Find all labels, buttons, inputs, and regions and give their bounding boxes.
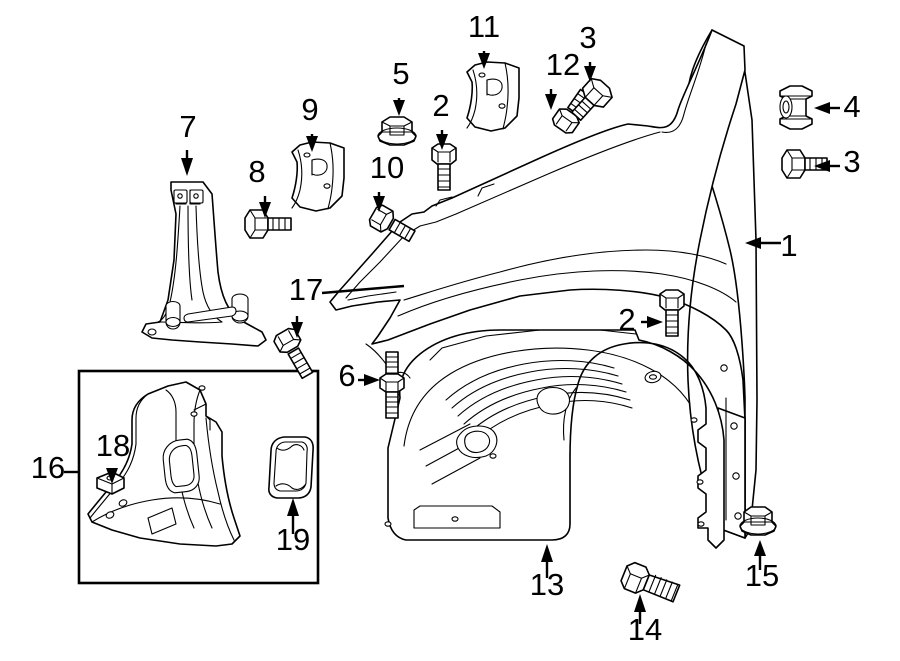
part-double-ended-stud[interactable] [379, 351, 405, 419]
inset-panel-front-fender-extension [77, 369, 320, 585]
part-push-pin-screw-fastener[interactable] [619, 560, 681, 607]
callout-label-12[interactable]: 12 [546, 47, 580, 82]
callout-label-16[interactable]: 16 [31, 450, 65, 485]
callout-label-3a[interactable]: 3 [579, 20, 596, 55]
callout-label-3b[interactable]: 3 [843, 144, 860, 179]
part-spacer-bushing-sleeve[interactable] [779, 85, 813, 130]
part-fender-bracket-reinforcement-11[interactable] [466, 61, 520, 132]
callout-label-10[interactable]: 10 [370, 150, 404, 185]
part-hex-flange-bolt-2b[interactable] [659, 289, 685, 337]
callout-label-17[interactable]: 17 [289, 272, 323, 307]
part-fender-mounting-brace[interactable] [141, 181, 267, 347]
callout-label-13[interactable]: 13 [530, 567, 564, 602]
callout-label-5[interactable]: 5 [392, 56, 409, 91]
part-grommet-plug-cover[interactable] [268, 436, 314, 499]
part-hex-flange-bolt-2a[interactable] [431, 143, 457, 191]
callout-label-11[interactable]: 11 [468, 9, 500, 44]
callout-leaders [64, 51, 840, 624]
callout-label-9[interactable]: 9 [301, 92, 318, 127]
part-hex-flange-bolt-10[interactable] [367, 203, 418, 246]
callout-label-1[interactable]: 1 [780, 228, 797, 263]
callout-number-labels: 1 2 2 3 3 4 5 6 7 8 9 10 11 12 13 14 15 … [31, 9, 861, 647]
callout-label-4[interactable]: 4 [843, 89, 860, 124]
part-hex-flange-nut-5[interactable] [377, 116, 417, 146]
part-hex-flange-nut-15[interactable] [739, 506, 777, 536]
callout-label-14[interactable]: 14 [628, 612, 662, 647]
part-fender-bracket-reinforcement-9[interactable] [291, 141, 345, 212]
part-front-fender-extension-trim[interactable] [87, 381, 241, 547]
callout-label-2a[interactable]: 2 [432, 88, 449, 123]
callout-label-19[interactable]: 19 [276, 522, 310, 557]
callout-label-7[interactable]: 7 [179, 109, 196, 144]
callout-label-18[interactable]: 18 [96, 428, 130, 463]
callout-label-2b[interactable]: 2 [618, 302, 635, 337]
part-hex-washer-bolt-3a[interactable] [566, 75, 616, 126]
callout-label-6[interactable]: 6 [338, 358, 355, 393]
part-self-tapping-screw[interactable] [272, 326, 318, 381]
part-hex-washer-bolt-8[interactable] [244, 209, 292, 239]
callout-label-15[interactable]: 15 [745, 558, 779, 593]
callout-label-8[interactable]: 8 [248, 154, 265, 189]
part-front-fender-liner[interactable] [365, 329, 725, 549]
